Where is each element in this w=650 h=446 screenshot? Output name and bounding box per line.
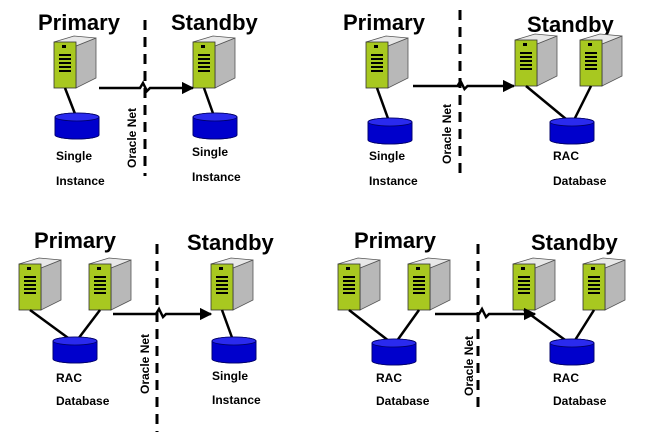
- database-disk-icon: [549, 117, 595, 145]
- server-icon: [88, 257, 132, 311]
- primary-db-type: Instance: [369, 174, 418, 188]
- standby-db-type: Instance: [192, 170, 241, 184]
- primary-db-type: Database: [56, 394, 110, 408]
- standby-db-label: Single: [192, 145, 228, 159]
- cable-line: [525, 85, 573, 125]
- oracle-net-label: Oracle Net: [462, 336, 476, 396]
- oracle-net-label: Oracle Net: [138, 334, 152, 394]
- primary-title: Primary: [354, 228, 437, 253]
- server-icon: [407, 257, 451, 311]
- primary-db-label: Single: [56, 149, 92, 163]
- database-disk-icon: [371, 338, 417, 366]
- server-icon: [579, 33, 623, 87]
- primary-db-label: RAC: [56, 371, 82, 385]
- primary-title: Primary: [38, 10, 121, 35]
- database-disk-icon: [54, 112, 100, 140]
- network-link-icon: [99, 80, 195, 95]
- config-panel: PrimarySingleInstanceStandbySingleInstan…: [38, 10, 259, 188]
- standby-title: Standby: [531, 230, 619, 255]
- server-icon: [18, 257, 62, 311]
- standby-db-label: Single: [212, 369, 248, 383]
- database-disk-icon: [367, 117, 413, 145]
- network-link-icon: [413, 78, 516, 93]
- server-icon: [210, 257, 254, 311]
- primary-db-label: Single: [369, 149, 405, 163]
- primary-title: Primary: [343, 10, 426, 35]
- oracle-net-label: Oracle Net: [125, 108, 139, 168]
- server-icon: [365, 35, 409, 89]
- standby-db-label: RAC: [553, 371, 579, 385]
- primary-db-label: RAC: [376, 371, 402, 385]
- database-disk-icon: [211, 336, 257, 364]
- primary-db-type: Database: [376, 394, 430, 408]
- oracle-net-label: Oracle Net: [440, 104, 454, 164]
- network-link-icon: [435, 306, 537, 321]
- server-icon: [337, 257, 381, 311]
- standby-title: Standby: [171, 10, 259, 35]
- network-link-icon: [113, 306, 213, 321]
- standby-db-type: Database: [553, 174, 607, 188]
- server-icon: [53, 35, 97, 89]
- server-icon: [582, 257, 626, 311]
- primary-db-type: Instance: [56, 174, 105, 188]
- primary-title: Primary: [34, 228, 117, 253]
- server-icon: [192, 35, 236, 89]
- server-icon: [514, 33, 558, 87]
- standby-db-type: Database: [553, 394, 607, 408]
- config-panel: PrimaryRACDatabaseStandbySingleInstanceO…: [18, 228, 275, 432]
- database-disk-icon: [549, 338, 595, 366]
- standby-title: Standby: [527, 12, 615, 37]
- standby-title: Standby: [187, 230, 275, 255]
- standby-db-label: RAC: [553, 149, 579, 163]
- database-disk-icon: [52, 336, 98, 364]
- server-icon: [512, 257, 556, 311]
- standby-db-type: Instance: [212, 393, 261, 407]
- database-disk-icon: [192, 112, 238, 140]
